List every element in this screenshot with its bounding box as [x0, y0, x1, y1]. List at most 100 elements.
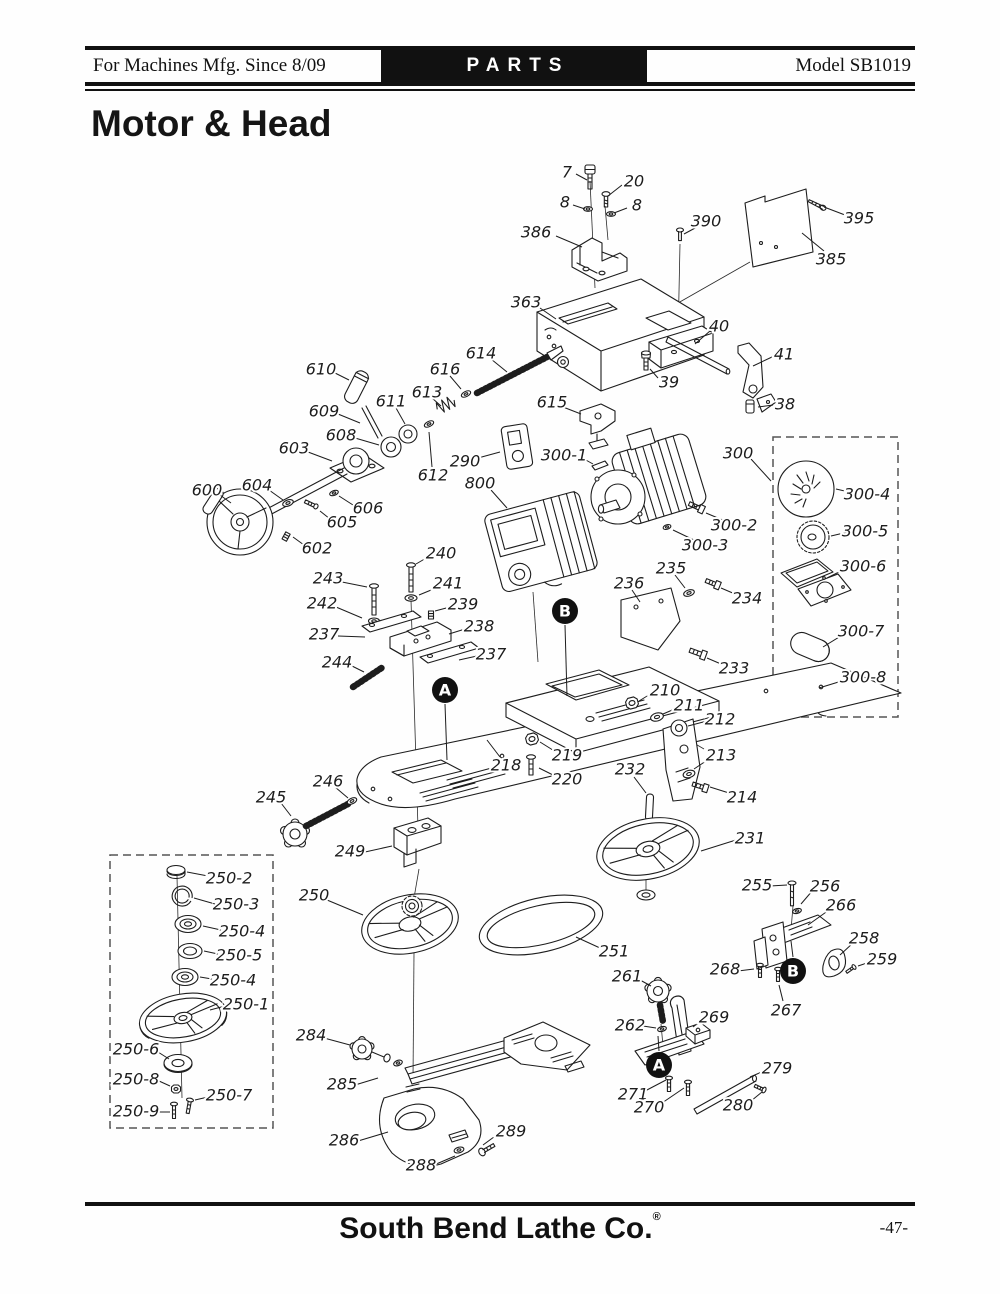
leader-line-210 [638, 692, 653, 702]
bolt-243 [368, 583, 380, 616]
knob-261 [644, 976, 672, 1004]
handwheel-250-1 [138, 992, 228, 1044]
leader-line-300-6 [826, 568, 846, 579]
screw-289 [478, 1143, 496, 1157]
part-label-239: 239 [448, 595, 479, 614]
guide-a-group [634, 976, 767, 1115]
part-label-279: 279 [762, 1059, 793, 1078]
screw-605 [303, 499, 319, 510]
washer-285 [393, 1059, 403, 1067]
washer-241 [404, 594, 418, 602]
linkage-cover-group [349, 1021, 591, 1167]
part-label-20: 20 [624, 172, 644, 191]
leader-line-250-6 [157, 1051, 170, 1060]
part-label-259: 259 [867, 950, 898, 969]
part-label-385: 385 [816, 250, 847, 269]
part-label-211: 211 [674, 696, 705, 715]
leader-line-800 [490, 489, 508, 509]
leader-line-300-3 [672, 529, 697, 542]
leader-line-250 [326, 899, 364, 916]
part-label-610: 610 [306, 360, 337, 379]
leader-line-300 [750, 458, 772, 482]
bolt-240 [405, 562, 417, 593]
leader-line-604 [268, 489, 284, 501]
page-header: For Machines Mfg. Since 8/09 PARTS Model… [85, 46, 915, 91]
leader-line-300-8 [818, 679, 846, 689]
feedscrew-handle-group [202, 345, 564, 556]
leader-line-7 [575, 173, 588, 181]
leader-line-266 [807, 909, 830, 926]
part-label-290: 290 [450, 452, 481, 471]
part-label-285: 285 [327, 1075, 358, 1094]
leader-line-390 [683, 226, 698, 235]
part-label-214: 214 [727, 788, 758, 807]
bolt-220 [525, 754, 537, 776]
leader-line-600 [219, 494, 232, 504]
setscrew-239 [427, 610, 435, 620]
part-label-262: 262 [615, 1016, 646, 1035]
leader-line-236 [631, 589, 641, 603]
block-249 [393, 817, 442, 856]
part-label-235: 235 [656, 559, 687, 578]
leader-line-219 [539, 741, 557, 753]
lever-41 [737, 342, 764, 399]
part-label-613: 613 [412, 383, 443, 402]
leader-line-269 [692, 1019, 703, 1028]
part-label-250-4: 250-4 [210, 971, 257, 990]
washer-606 [329, 489, 339, 497]
bolt-7 [584, 164, 596, 190]
leader-line-232 [633, 776, 647, 794]
leader-line-237 [337, 635, 366, 638]
leader-line-611 [395, 407, 406, 425]
leader-line-610 [334, 372, 350, 381]
leader-line-616 [449, 375, 462, 390]
part-label-300-4: 300-4 [844, 485, 891, 504]
screw-395 [807, 199, 827, 211]
bracket-236-group [620, 578, 722, 661]
grip-610 [344, 370, 370, 404]
leader-line-41 [752, 356, 773, 367]
part-label-266: 266 [826, 896, 857, 915]
part-label-250-1: 250-1 [223, 995, 270, 1014]
part-label-284: 284 [296, 1026, 327, 1045]
pulley-250 [361, 893, 459, 955]
part-label-363: 363 [511, 293, 542, 312]
leader-line-246 [334, 786, 349, 799]
leader-line-606 [338, 495, 354, 506]
motor-parts-group [777, 460, 852, 717]
part-label-395: 395 [844, 209, 875, 228]
leader-line-300-7 [822, 633, 845, 648]
leader-line-20 [607, 184, 623, 197]
rod-609 [361, 405, 383, 439]
part-label-300-1: 300-1 [541, 446, 588, 465]
leader-line-613 [431, 397, 442, 407]
part-label-251: 251 [599, 942, 630, 961]
handwheel-231 [596, 817, 700, 881]
spindle-stack-group [138, 864, 228, 1120]
pulley-hub [401, 895, 423, 917]
leader-line-284 [323, 1037, 351, 1046]
ring-250-3 [171, 885, 193, 907]
leader-line-250-4 [199, 976, 213, 980]
part-label-269: 269 [699, 1008, 730, 1027]
view-badge-A [646, 1052, 672, 1078]
part-label-236: 236 [614, 574, 645, 593]
leader-line-268 [737, 968, 755, 972]
spindle-parts-box [109, 854, 274, 1129]
nut-219 [525, 732, 539, 746]
part-label-300-2: 300-2 [711, 516, 758, 535]
leader-line-8 [613, 207, 628, 214]
part-label-39: 39 [659, 373, 679, 392]
screw-250-9 [169, 1101, 179, 1120]
knob-284 [349, 1036, 375, 1061]
leader-line-255 [769, 884, 788, 887]
leader-line-602 [292, 536, 305, 546]
screw-250-7 [185, 1097, 195, 1115]
part-label-261: 261 [612, 967, 643, 986]
leader-line-233 [706, 657, 722, 665]
part-label-300-7: 300-7 [838, 622, 885, 641]
leader-line-385 [801, 232, 825, 252]
part-label-250-4: 250-4 [219, 922, 266, 941]
